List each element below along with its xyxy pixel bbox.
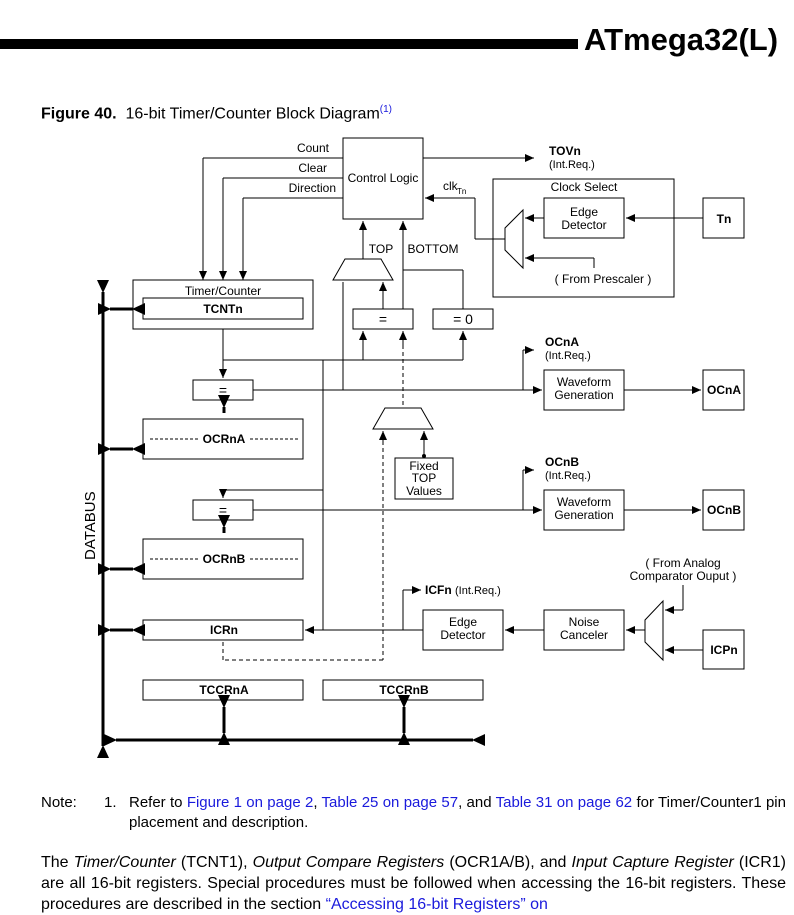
edge-detector-top-l2: Detector	[561, 218, 606, 232]
edge-detector-bottom-l1: Edge	[449, 615, 477, 629]
clk-label: clk	[443, 179, 459, 193]
compare-b-label: =	[219, 502, 227, 518]
tcntn-label: TCNTn	[203, 302, 242, 316]
capture-mux	[644, 599, 664, 662]
ocnb-int-label: OCnB	[545, 455, 579, 469]
waveform-b-l1: Waveform	[557, 495, 611, 509]
clock-select-box	[492, 178, 675, 298]
bottom-label: BOTTOM	[407, 242, 458, 256]
top-compare-label: =	[379, 311, 387, 327]
fixed-l2: TOP	[412, 471, 436, 485]
tccrnb-label: TCCRnB	[379, 683, 429, 697]
clk-sub: Tn	[457, 187, 466, 196]
waveform-a-l1: Waveform	[557, 375, 611, 389]
edge-detector-bottom-l2: Detector	[440, 628, 485, 642]
ocna-int-label: OCnA	[545, 335, 579, 349]
compare-a-label: =	[219, 382, 227, 398]
control-logic-label: Control Logic	[348, 171, 419, 185]
tccrna-label: TCCRnA	[199, 683, 249, 697]
figure-title: 16-bit Timer/Counter Block Diagram	[125, 105, 380, 123]
fixed-top-mux	[372, 407, 434, 430]
tovn-intreq: (Int.Req.)	[549, 159, 595, 171]
clock-mux	[504, 208, 524, 270]
icfn-label: ICFn	[425, 583, 452, 597]
link-table-31[interactable]: Table 31 on page 62	[495, 794, 633, 811]
note-label: Note:	[41, 794, 77, 811]
ocnb-pin-box	[702, 489, 745, 531]
count-label: Count	[297, 141, 330, 155]
ocna-pin-label: OCnA	[707, 383, 741, 397]
ocrna-label: OCRnA	[203, 432, 246, 446]
clear-label: Clear	[298, 161, 327, 175]
figure-caption: Figure 40. 16-bit Timer/Counter Block Di…	[41, 104, 392, 123]
note-number: 1.	[104, 794, 117, 811]
from-prescaler-label: ( From Prescaler )	[555, 272, 652, 286]
header-rule	[0, 39, 578, 49]
link-accessing-16bit[interactable]: “Accessing 16-bit Registers” on	[325, 896, 548, 913]
document-title: ATmega32(L)	[584, 22, 779, 57]
tn-label: Tn	[717, 212, 732, 226]
ocrnb-label: OCRnB	[203, 552, 246, 566]
noise-l1: Noise	[569, 615, 600, 629]
fixed-l1: Fixed	[409, 459, 438, 473]
ocna-pin-box	[702, 369, 745, 411]
icfn-intreq: (Int.Req.)	[455, 585, 501, 597]
icpn-label: ICPn	[710, 643, 737, 657]
bottom-compare-label: = 0	[453, 311, 473, 327]
icrn-label: ICRn	[210, 623, 238, 637]
waveform-a-l2: Generation	[554, 388, 613, 402]
top-label: TOP	[369, 242, 393, 256]
fixed-l3: Values	[406, 484, 442, 498]
from-analog-l2: Comparator Ouput )	[630, 569, 737, 583]
ocrnb-register	[142, 538, 304, 580]
ocrna-register	[142, 418, 304, 460]
footnote-ref[interactable]: (1)	[379, 104, 393, 115]
block-diagram: Control Logic Count Clear Direction TOVn…	[82, 137, 745, 758]
top-mux	[332, 258, 394, 281]
databus-label: DATABUS	[82, 491, 99, 560]
timer-counter-label: Timer/Counter	[185, 284, 261, 298]
clock-select-label: Clock Select	[551, 180, 618, 194]
ocnb-intreq: (Int.Req.)	[545, 470, 591, 482]
waveform-b-l2: Generation	[554, 508, 613, 522]
noise-l2: Canceler	[560, 628, 608, 642]
note-text: Refer to Figure 1 on page 2, Table 25 on…	[129, 794, 786, 831]
from-analog-l1: ( From Analog	[645, 556, 720, 570]
tovn-label: TOVn	[549, 144, 581, 158]
edge-detector-top-l1: Edge	[570, 205, 598, 219]
ocna-intreq: (Int.Req.)	[545, 350, 591, 362]
direction-label: Direction	[289, 181, 336, 195]
body-paragraph: The Timer/Counter (TCNT1), Output Compar…	[41, 854, 786, 913]
ocnb-pin-label: OCnB	[707, 503, 741, 517]
figure-label: Figure 40.	[41, 105, 117, 123]
link-figure-1[interactable]: Figure 1 on page 2	[186, 794, 314, 811]
link-table-25[interactable]: Table 25 on page 57	[321, 794, 459, 811]
